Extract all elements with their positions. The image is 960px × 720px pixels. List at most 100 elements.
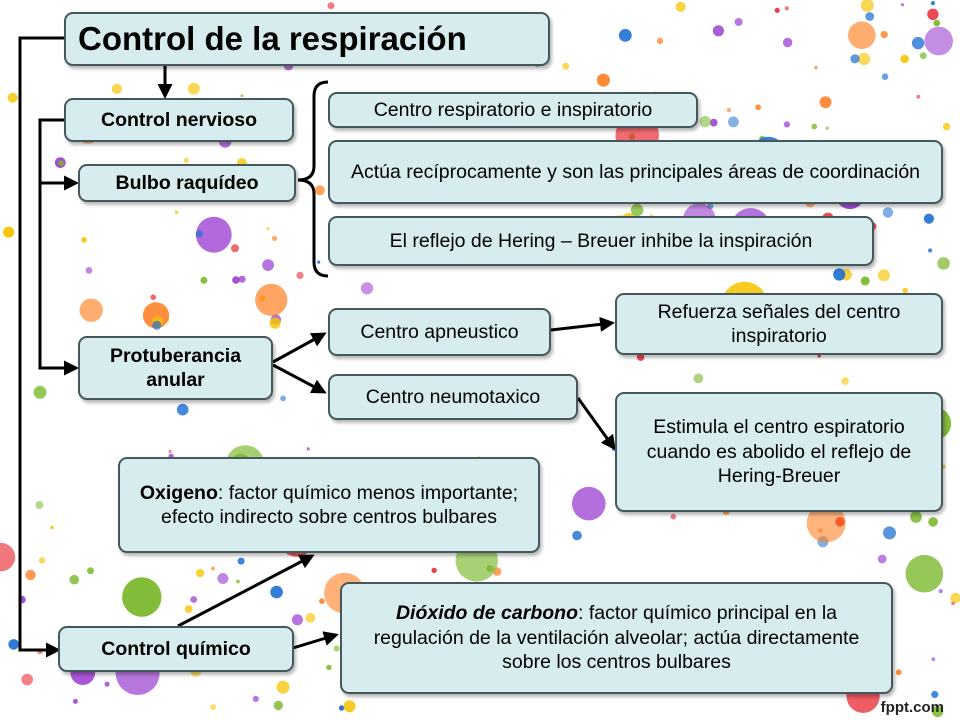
paint-drop [636,353,645,361]
paint-drop [187,82,200,95]
title-text: Control de la respiración [78,20,467,58]
paint-drop [343,700,356,713]
arrow-quimico-to-oxigeno [177,554,315,628]
node-centro-respiratorio: Centro respiratorio e inspiratorio [328,92,698,128]
paint-drop [85,267,93,274]
paint-drop [709,118,718,127]
diagram-title: Control de la respiración [64,12,550,66]
paint-drop [276,680,290,694]
paint-drop [360,282,374,295]
node-dioxido-text: Dióxido de carbono: factor químico princ… [350,601,883,674]
paint-drop [882,207,894,218]
node-protuberancia-anular: Protuberancia anular [78,336,273,400]
paint-drop [79,298,103,322]
node-oxigeno-desc: : factor químico menos importante; efect… [160,481,519,528]
paint-drop [817,354,821,358]
paint-drop [35,501,44,509]
node-dioxido-term: Dióxido de carbono [395,602,578,625]
paint-drop [236,579,240,584]
paint-drop [848,21,876,49]
paint-drop [905,554,944,593]
paint-drop [240,94,244,98]
node-actua-reciprocamente-label: Actúa recíprocamente y son las principal… [350,160,921,183]
paint-drop [183,157,189,163]
node-estimula-centro: Estimula el centro espiratorio cuando es… [615,392,943,512]
paint-drop [0,542,16,572]
paint-drop [262,259,274,271]
paint-drop [21,673,33,686]
paint-drop [104,681,110,687]
paint-drop [726,108,732,113]
paint-drop [333,645,340,652]
node-actua-reciprocamente: Actúa recíprocamente y son las principal… [328,140,943,204]
paint-drop [306,447,310,451]
paint-drop [937,257,950,270]
arrow-to-neumotaxico [272,363,327,394]
paint-drop [238,275,246,283]
paint-drop [783,121,791,128]
paint-drop [931,690,939,699]
paint-drop [25,569,36,581]
paint-drop [190,596,198,603]
paint-drop [266,227,270,231]
paint-drop [881,73,889,80]
paint-drop [825,126,829,130]
paint-drop [87,567,94,575]
paint-drop [50,525,54,530]
paint-drop [255,283,288,316]
paint-drop [910,511,922,523]
node-centro-neumotaxico-label: Centro neumotaxico [365,385,541,408]
paint-drop [930,1,936,6]
paint-drop [69,574,80,585]
node-control-nervioso: Control nervioso [64,98,294,142]
paint-drop [195,230,203,238]
paint-drop [38,557,46,564]
paint-drop [841,377,849,385]
paint-drop [938,589,943,594]
arrow-apneustico-to-refuerza [550,316,615,332]
node-centro-respiratorio-label: Centro respiratorio e inspiratorio [373,98,653,121]
paint-drop [950,592,960,604]
paint-drop [895,669,902,676]
node-bulbo-raquideo: Bulbo raquídeo [78,164,296,202]
node-reflejo-hering-label: El reflejo de Hering – Breuer inhibe la … [389,229,813,252]
paint-drop [7,92,18,103]
node-oxigeno-text: Oxigeno: factor químico menos importante… [128,481,530,530]
paint-drop [911,36,925,50]
paint-drop [72,698,78,704]
paint-drop [572,530,582,541]
paint-drop [232,276,240,284]
paint-drop [877,269,891,282]
paint-drop [33,385,47,399]
paint-drop [152,320,162,330]
paint-drop [269,317,281,329]
node-oxigeno: Oxigeno: factor químico menos importante… [118,457,540,553]
arrow-neumotaxico-to-estimula [576,397,616,451]
paint-drop [150,294,156,301]
paint-drop [217,573,229,584]
node-control-nervioso-label: Control nervioso [100,108,257,131]
paint-drop [877,554,887,564]
paint-drop [291,614,303,626]
paint-drop [270,585,283,599]
paint-drop [3,226,15,238]
paint-drop [271,235,278,241]
paint-drop [850,54,860,64]
paint-drop [670,513,677,520]
node-refuerza-senales-label: Refuerza señales del centro inspiratorio [657,300,901,347]
paint-drop [122,577,162,617]
paint-drop [883,526,896,540]
paint-drop [919,52,927,60]
arrow-to-apneustico [272,332,327,364]
paint-drop [900,54,909,64]
paint-drop [273,700,283,711]
paint-drop [819,96,832,109]
paint-drop [860,276,870,286]
paint-drop [931,657,936,662]
paint-drop [932,706,944,718]
paint-drop [200,276,208,284]
spine-nervioso-to-protuberancia [38,118,79,376]
paint-drop [814,65,818,70]
paint-drop [252,695,259,703]
node-control-quimico-label: Control químico [101,637,251,660]
